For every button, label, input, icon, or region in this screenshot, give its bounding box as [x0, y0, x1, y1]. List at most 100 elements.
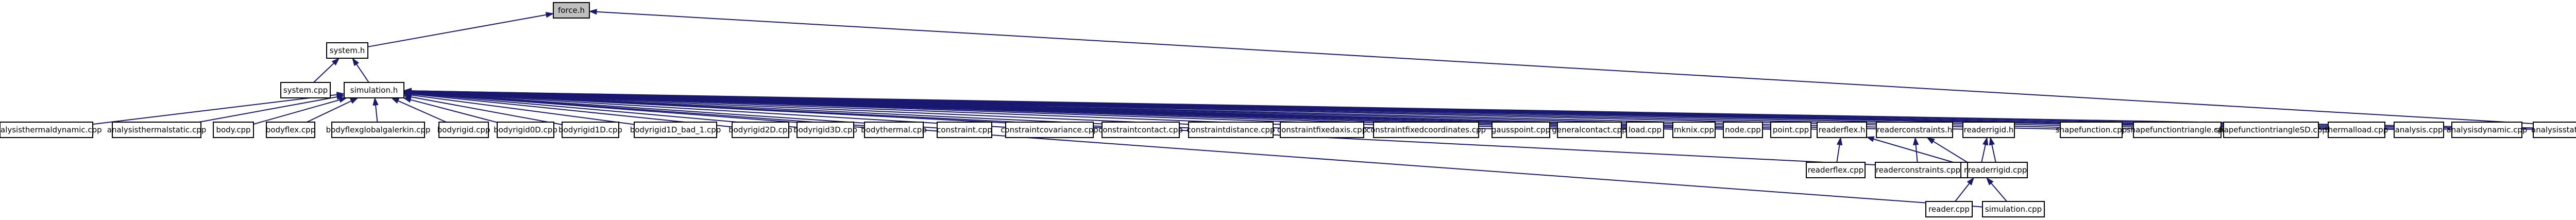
node-box: [1672, 122, 1716, 138]
node-bodyflex-cpp[interactable]: bodyflex.cpp: [266, 122, 315, 138]
node-analysisthermalstatic-cpp[interactable]: analysisthermalstatic.cpp: [107, 122, 206, 138]
edge-line: [199, 96, 337, 123]
node-body-cpp[interactable]: body.cpp: [213, 122, 254, 138]
node-system-cpp[interactable]: system.cpp: [280, 82, 331, 98]
node-readerconstraints-cpp[interactable]: readerconstraints.cpp: [1875, 162, 1961, 178]
node-bodythermal-cpp[interactable]: bodythermal.cpp: [861, 122, 927, 138]
arrowhead: [338, 97, 348, 103]
node-analysisdynamic-cpp[interactable]: analysisdynamic.cpp: [2447, 122, 2528, 138]
arrowhead: [372, 97, 379, 106]
node-box: [2394, 122, 2444, 138]
node-box: [344, 82, 404, 98]
node-readerflex-cpp[interactable]: readerflex.cpp: [1806, 162, 1866, 178]
arrowhead: [588, 9, 597, 15]
node-analysis-cpp[interactable]: analysis.cpp: [2394, 122, 2444, 138]
graph-nodes: force.h system.h system.cpp simulation.h ana…: [0, 2, 2576, 217]
node-box: [1967, 162, 2028, 178]
node-box: [213, 122, 254, 138]
node-bodyrigid1d-bad-cpp[interactable]: bodyrigid1D_bad_1.cpp: [630, 122, 721, 138]
edge-line: [1991, 144, 1996, 163]
arrowhead: [1866, 136, 1875, 142]
node-label: load.cpp: [1629, 125, 1662, 134]
node-mknix-cpp[interactable]: mknix.cpp: [1672, 122, 1716, 138]
edge-line: [1955, 183, 1970, 202]
node-constraintfixedaxis-cpp[interactable]: constraintfixedaxis.cpp: [1277, 122, 1367, 138]
node-shapefunctiontrianglesigned-cpp[interactable]: shapefunctiontriangleSD.cpp: [2215, 122, 2327, 138]
node-readerrigid-cpp[interactable]: readerrigid.cpp: [1967, 162, 2028, 178]
node-constraintfixedcoordinates-cpp[interactable]: constraintfixedcoordinates.cpp: [1366, 122, 1486, 138]
arrowhead: [1989, 137, 1995, 146]
edge-reader_h-to-readerconstraints_h: [1926, 137, 1968, 163]
node-shapefunction-cpp[interactable]: shapefunction.cpp: [2056, 122, 2127, 138]
node-bodyrigid3d-cpp[interactable]: bodyrigid3D.cpp: [793, 122, 857, 138]
node-analysisthermaldynamic-cpp[interactable]: analysisthermaldynamic.cpp: [0, 122, 102, 138]
node-box: [1101, 122, 1180, 138]
node-box: [1373, 122, 1479, 138]
node-bodyflexglobalgalerkin-cpp[interactable]: bodyflexglobalgalerkin.cpp: [326, 122, 431, 138]
node-readerconstraints-h[interactable]: readerconstraints.h: [1876, 122, 1953, 138]
node-box: [1806, 162, 1866, 178]
edge-line: [1873, 138, 1961, 165]
node-constraintcontact-cpp[interactable]: constraintcontact.cpp: [1098, 122, 1183, 138]
node-node-cpp[interactable]: node.cpp: [1723, 122, 1763, 138]
node-label: bodyrigid.cpp: [437, 125, 490, 134]
node-label: shapefunction.cpp: [2056, 125, 2127, 134]
node-box: [634, 122, 717, 138]
node-load-cpp[interactable]: load.cpp: [1626, 122, 1664, 138]
node-label: readerrigid.cpp: [1968, 165, 2027, 175]
node-bodyrigid-cpp[interactable]: bodyrigid.cpp: [437, 122, 490, 138]
edge-line: [367, 14, 547, 47]
node-reader-cpp[interactable]: reader.cpp: [1925, 201, 1973, 217]
node-box: [1626, 122, 1664, 138]
node-constraint-cpp[interactable]: constraint.cpp: [937, 122, 992, 138]
edge-system_cpp-to-system_h: [313, 57, 340, 83]
node-simulation-cpp[interactable]: simulation.cpp: [1982, 201, 2045, 217]
node-generalcontact-cpp[interactable]: generalcontact.cpp: [1552, 122, 1627, 138]
arrowhead: [1986, 177, 1994, 185]
node-box: [553, 2, 590, 19]
node-box: [732, 122, 789, 138]
node-label: system.cpp: [283, 86, 328, 95]
node-label: gausspoint.cpp: [1492, 125, 1550, 134]
arrowhead: [349, 97, 359, 104]
node-simulation-h[interactable]: simulation.h: [344, 82, 404, 98]
edge-line: [410, 99, 498, 123]
node-box: [1982, 201, 2045, 217]
node-gausspoint-cpp[interactable]: gausspoint.cpp: [1492, 122, 1550, 138]
node-label: constraintcovariance.cpp: [1001, 125, 1098, 134]
node-label: readerflex.h: [1819, 125, 1866, 134]
node-readerflex-h[interactable]: readerflex.h: [1817, 122, 1867, 138]
node-bodyrigid2d-cpp[interactable]: bodyrigid2D.cpp: [728, 122, 792, 138]
node-constraintdistance-cpp[interactable]: constraintdistance.cpp: [1187, 122, 1275, 138]
node-label: point.cpp: [1773, 125, 1809, 134]
edge-line: [1991, 182, 2007, 202]
edge-system_h-to-force_h: [367, 12, 554, 47]
node-force-h[interactable]: force.h: [553, 2, 590, 19]
node-box: [1770, 122, 1811, 138]
node-box: [1962, 122, 2015, 138]
edge-reader_h-to-readerflex_h: [1866, 136, 1961, 165]
edge-line: [356, 64, 369, 83]
node-shapefunctiontriangle-cpp[interactable]: shapefunctiontriangle.cpp: [2127, 122, 2228, 138]
node-box: [1876, 122, 1953, 138]
edge-line: [411, 92, 1006, 128]
edge-line: [411, 93, 733, 128]
node-label: analysisthermalstatic.cpp: [107, 125, 206, 134]
node-system-h[interactable]: system.h: [326, 42, 368, 59]
edge-simulation_cpp-to-simulation_h: [403, 90, 1983, 208]
edge-line: [411, 94, 635, 125]
node-constraintcovariance-cpp[interactable]: constraintcovariance.cpp: [1001, 122, 1098, 138]
node-box: [1557, 122, 1622, 138]
edge-simulation_h-to-system_h: [352, 57, 369, 83]
edge-line: [1836, 144, 1840, 163]
node-box: [266, 122, 315, 138]
node-readerrigid-h[interactable]: readerrigid.h: [1962, 122, 2015, 138]
node-point-cpp[interactable]: point.cpp: [1770, 122, 1811, 138]
node-box: [864, 122, 924, 138]
node-bodyrigid1d-cpp[interactable]: bodyrigid1D.cpp: [558, 122, 622, 138]
node-thermalload-cpp[interactable]: thermalload.cpp: [2325, 122, 2388, 138]
node-bodyrigid0d-cpp[interactable]: bodyrigid0D.cpp: [494, 122, 557, 138]
node-box: [497, 122, 554, 138]
node-analysisstatic-cpp[interactable]: analysisstatic.cpp: [2531, 122, 2576, 138]
